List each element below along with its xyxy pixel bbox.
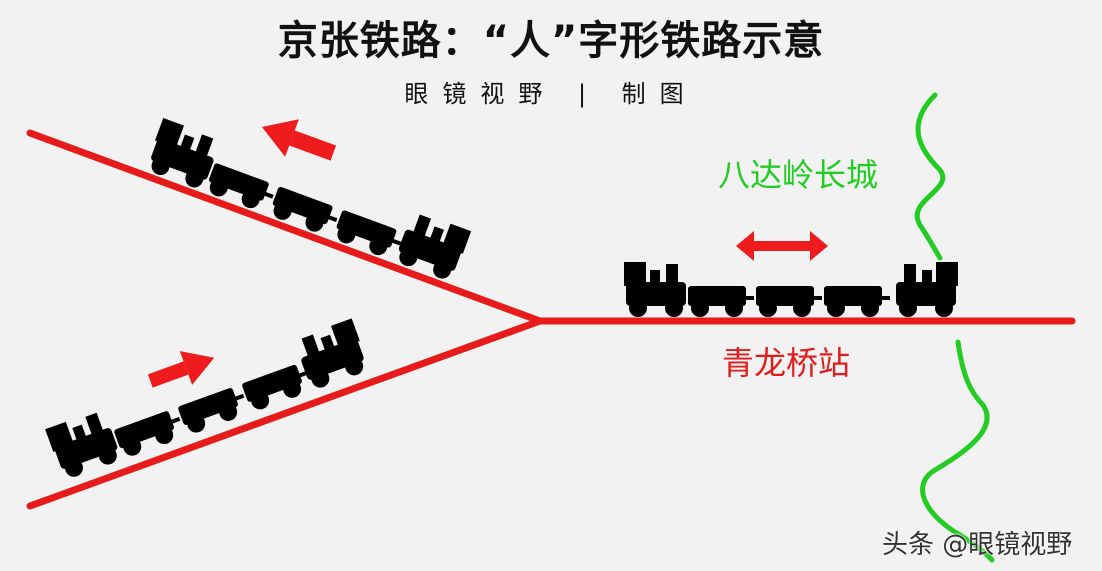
lower-direction-arrow-icon [147,351,215,388]
upper-track [26,129,544,325]
diagram-title: 京张铁路：“人”字形铁路示意 [277,18,825,64]
great-wall-label: 八达岭长城 [718,156,879,194]
double-arrow-icon [736,231,828,261]
main-train-icon [624,262,958,317]
great-wall-line [914,92,995,563]
station-label: 青龙桥站 [722,344,851,382]
diagram-subtitle: 眼镜视野 | 制图 [404,80,698,108]
upper-direction-arrow-icon [261,119,337,161]
lower-track [26,317,544,510]
watermark: 头条 @眼镜视野 [882,530,1073,560]
